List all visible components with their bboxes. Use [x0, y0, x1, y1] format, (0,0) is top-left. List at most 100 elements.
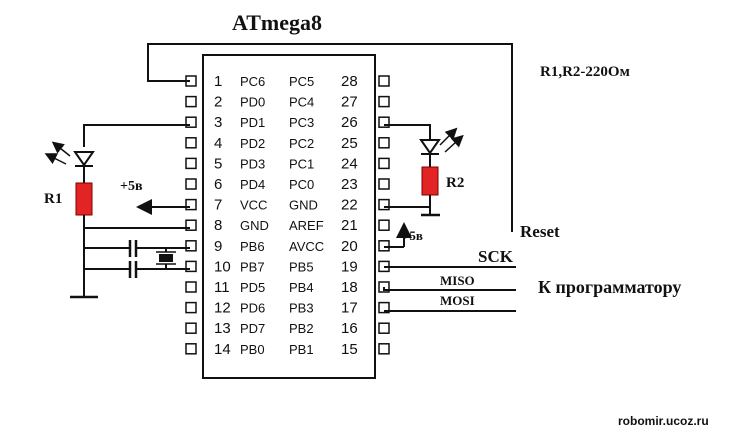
left-pin-name: PB6: [240, 239, 265, 254]
left-pin-number: 4: [214, 135, 222, 152]
left-pin-name: PD3: [240, 156, 265, 171]
left-pin-number: 12: [214, 300, 231, 317]
sck-label: SCK: [478, 247, 514, 266]
right-pin-pad: [378, 178, 390, 190]
right-pin-name: PC0: [289, 177, 314, 192]
left-pin-number: 3: [214, 114, 222, 131]
right-pin-pad: [378, 219, 390, 231]
miso-label: MISO: [440, 273, 475, 288]
left-pin-pad: [185, 157, 197, 170]
left-pin-pad: [185, 281, 197, 293]
left-pin-pad: [185, 137, 197, 149]
right-pin-pad: [378, 95, 390, 108]
right-pin-number: 18: [341, 279, 358, 296]
right-pin-number: 27: [341, 94, 358, 111]
left-pin-number: 6: [214, 176, 222, 193]
left-pin-number: 8: [214, 217, 222, 234]
left-pin-name: PD4: [240, 177, 265, 192]
led2-ray2-icon: [444, 134, 464, 153]
led1-icon: [73, 151, 95, 167]
right-pin-name: PB3: [289, 301, 314, 316]
right-pin-pad: [378, 322, 390, 334]
chip-title: ATmega8: [232, 10, 322, 35]
right-pin-number: 15: [341, 341, 358, 358]
right-pin-number: 22: [341, 197, 358, 214]
left-pin-pad: [185, 260, 197, 273]
right-pin-pad: [378, 157, 390, 170]
ground-rail-left: [83, 215, 190, 297]
resistor-note: R1,R2-220Ом: [540, 64, 630, 80]
right-pin-name: PB5: [289, 259, 314, 274]
right-pin-pad: [378, 198, 390, 211]
ic-body: [202, 54, 376, 379]
led1-ray2-icon: [44, 153, 67, 165]
left-pin-name: PB7: [240, 259, 265, 274]
left-pin-name: PC6: [240, 74, 265, 89]
right-pin-number: 28: [341, 73, 358, 90]
watermark: robomir.ucoz.ru: [618, 414, 709, 428]
left-pin-number: 11: [214, 279, 230, 296]
left-pin-pad: [185, 322, 197, 334]
r2-resistor: [421, 166, 439, 196]
right-pin-number: 19: [341, 258, 358, 275]
right-pin-name: PB2: [289, 321, 314, 336]
left-pin-name: PD5: [240, 280, 265, 295]
right-pin-pad: [378, 343, 390, 355]
r2-ground-wire: [384, 195, 431, 214]
right-pin-number: 26: [341, 114, 358, 131]
right-pin-name: PC2: [289, 136, 314, 151]
left-pin-pad: [185, 301, 197, 314]
left-pin-number: 2: [214, 94, 222, 111]
left-pin-name: PD2: [240, 136, 265, 151]
right-pin-name: PB1: [289, 342, 314, 357]
crystal-wires: [136, 247, 190, 270]
left-pin-pad: [185, 343, 197, 355]
r1-label: R1: [44, 191, 62, 207]
programmer-label: К программатору: [538, 277, 681, 297]
miso-wire: [383, 287, 516, 291]
left-pin-number: 14: [214, 341, 231, 358]
right-pin-pad: [378, 137, 390, 149]
right-pin-pad: [378, 116, 390, 128]
left-pin-number: 13: [214, 320, 231, 337]
right-pin-name: PC4: [289, 95, 314, 110]
right-pin-name: AVCC: [289, 239, 324, 254]
right-pin-number: 21: [341, 217, 358, 234]
left-pin-number: 9: [214, 238, 222, 255]
right-pin-number: 16: [341, 320, 358, 337]
right-pin-name: AREF: [289, 218, 324, 233]
vcc-label-left: +5в: [120, 179, 143, 194]
vcc-label-right: +5в: [402, 228, 423, 243]
mosi-label: MOSI: [440, 293, 475, 308]
left-pin-pad: [185, 198, 197, 211]
reset-label: Reset: [520, 222, 560, 241]
led1-ray1-icon: [51, 141, 71, 157]
right-pin-number: 17: [341, 300, 358, 317]
r2-label: R2: [446, 175, 464, 191]
right-pin-pad: [378, 240, 390, 252]
right-pin-number: 25: [341, 135, 358, 152]
r2-branch-wire: [384, 124, 431, 140]
right-pin-number: 24: [341, 155, 358, 172]
left-pin-number: 10: [214, 258, 231, 275]
left-pin-name: PD6: [240, 301, 265, 316]
left-pin-number: 5: [214, 155, 222, 172]
left-pin-name: PD1: [240, 115, 265, 130]
r1-branch-wire: [83, 124, 190, 147]
led2-ray1-icon: [439, 127, 458, 146]
left-pin-pad: [185, 219, 197, 231]
reset-wire: [147, 43, 513, 232]
right-pin-number: 23: [341, 176, 358, 193]
left-pin-pad: [185, 240, 197, 252]
left-pin-pad: [185, 116, 197, 128]
left-pin-name: GND: [240, 218, 269, 233]
led2-icon: [419, 139, 441, 155]
left-pin-number: 1: [214, 73, 222, 90]
left-pin-name: PB0: [240, 342, 265, 357]
left-pin-name: PD0: [240, 95, 265, 110]
right-pin-pad: [378, 301, 390, 314]
right-pin-name: GND: [289, 198, 318, 213]
